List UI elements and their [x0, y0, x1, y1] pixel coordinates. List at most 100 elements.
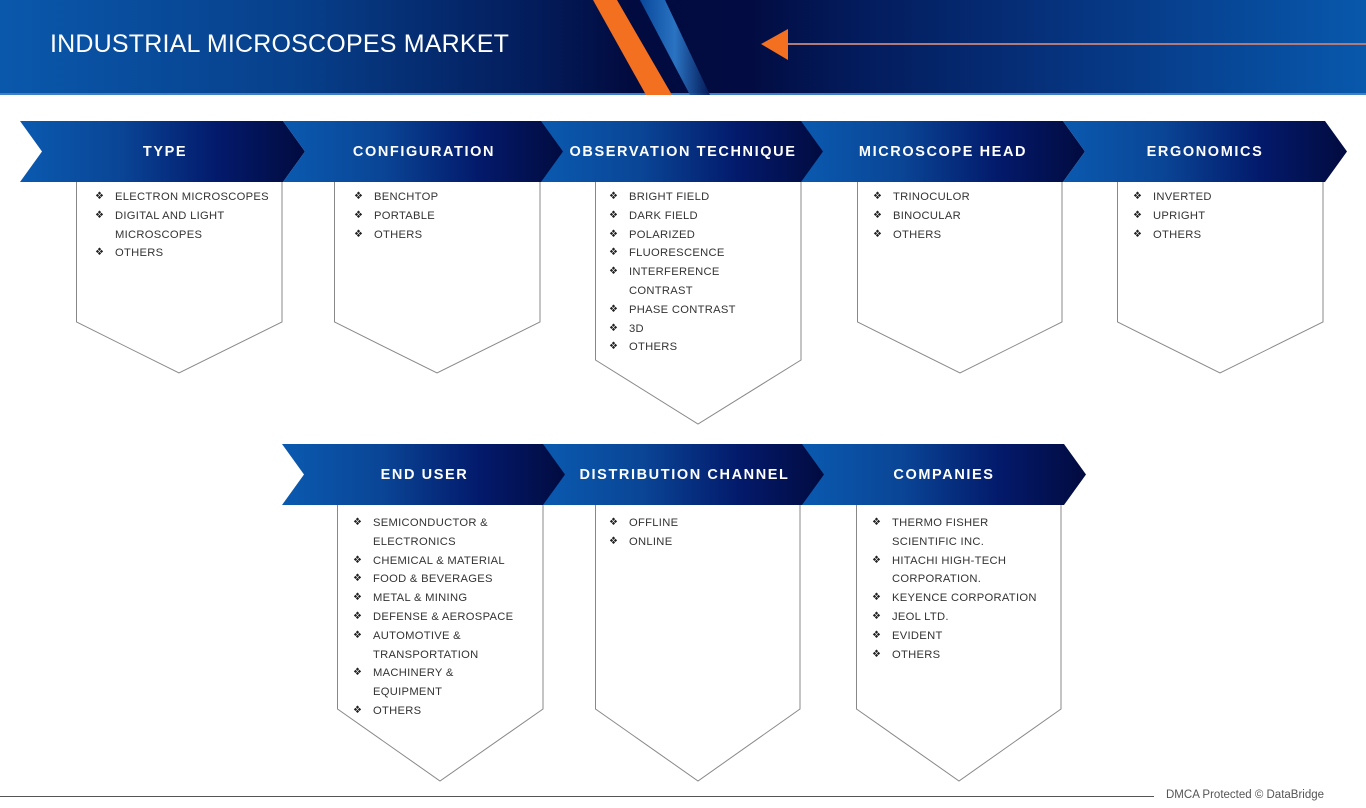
segment-list: ❖BENCHTOP ❖PORTABLE ❖OTHERS — [354, 188, 539, 244]
page-title: INDUSTRIAL MICROSCOPES MARKET — [50, 30, 510, 58]
bullet-icon: ❖ — [609, 228, 619, 240]
list-item: ❖UPRIGHT — [1133, 207, 1318, 226]
segment-title: COMPANIES — [893, 466, 995, 483]
list-item: ❖OTHERS — [873, 226, 1058, 245]
bullet-icon: ❖ — [353, 592, 363, 604]
list-item: ❖EVIDENT — [872, 627, 1060, 646]
list-item: ❖OTHERS — [1133, 226, 1318, 245]
bullet-icon: ❖ — [353, 704, 363, 716]
chevron-microscope-head: MICROSCOPE HEAD — [801, 121, 1085, 182]
list-item: ❖OTHERS — [609, 338, 794, 357]
segment-list: ❖BRIGHT FIELD ❖DARK FIELD ❖POLARIZED ❖FL… — [609, 188, 794, 357]
list-item: ❖DIGITAL AND LIGHT MICROSCOPES — [95, 207, 245, 245]
list-item: ❖CHEMICAL & MATERIAL — [353, 552, 538, 571]
bullet-icon: ❖ — [609, 303, 619, 315]
footer-divider — [0, 796, 1154, 797]
segment-list: ❖ELECTRON MICROSCOPES ❖DIGITAL AND LIGHT… — [95, 188, 280, 263]
segment-list: ❖OFFLINE ❖ONLINE — [609, 514, 794, 552]
bullet-icon: ❖ — [353, 554, 363, 566]
list-item: ❖PHASE CONTRAST — [609, 301, 794, 320]
bullet-icon: ❖ — [353, 667, 363, 679]
segment-title: END USER — [380, 466, 469, 483]
segment-title: CONFIGURATION — [352, 143, 496, 160]
list-item: ❖JEOL LTD. — [872, 608, 1060, 627]
bullet-icon: ❖ — [353, 629, 363, 641]
chevron-observation-technique: OBSERVATION TECHNIQUE — [541, 121, 825, 182]
segment-box-distribution-channel: ❖OFFLINE ❖ONLINE — [595, 505, 801, 782]
bullet-icon: ❖ — [609, 517, 619, 528]
bullet-icon: ❖ — [609, 266, 619, 278]
bullet-icon: ❖ — [873, 228, 883, 240]
header-decoration — [593, 0, 1366, 95]
bullet-icon: ❖ — [354, 209, 364, 221]
chevron-end-user: END USER — [282, 444, 567, 505]
list-item: ❖INVERTED — [1133, 188, 1318, 207]
bullet-icon: ❖ — [872, 648, 882, 660]
list-item: ❖MACHINERY & EQUIPMENT — [353, 664, 483, 702]
list-item: ❖OTHERS — [95, 244, 280, 263]
list-item: ❖OTHERS — [872, 646, 1060, 665]
list-item: ❖OFFLINE — [609, 514, 794, 533]
list-item: ❖HITACHI HIGH-TECH CORPORATION. — [872, 552, 1027, 590]
left-arrow-icon — [761, 29, 788, 60]
bullet-icon: ❖ — [609, 322, 619, 334]
segment-list: ❖INVERTED ❖UPRIGHT ❖OTHERS — [1133, 188, 1318, 244]
bullet-icon: ❖ — [609, 191, 619, 202]
list-item: ❖THERMO FISHER SCIENTIFIC INC. — [872, 514, 1017, 552]
bullet-icon: ❖ — [353, 517, 363, 528]
list-item: ❖3D — [609, 320, 794, 339]
bullet-icon: ❖ — [609, 341, 619, 353]
list-item: ❖METAL & MINING — [353, 589, 538, 608]
list-item: ❖FOOD & BEVERAGES — [353, 570, 538, 589]
bullet-icon: ❖ — [873, 209, 883, 221]
list-item: ❖SEMICONDUCTOR & ELECTRONICS — [353, 514, 503, 552]
list-item: ❖BINOCULAR — [873, 207, 1058, 226]
chevron-companies: COMPANIES — [802, 444, 1086, 505]
list-item: ❖TRINOCULOR — [873, 188, 1058, 207]
list-item: ❖DARK FIELD — [609, 207, 794, 226]
segment-box-microscope-head: ❖TRINOCULOR ❖BINOCULAR ❖OTHERS — [857, 182, 1063, 374]
bullet-icon: ❖ — [95, 209, 105, 221]
list-item: ❖ELECTRON MICROSCOPES — [95, 188, 280, 207]
chevron-distribution-channel: DISTRIBUTION CHANNEL — [543, 444, 826, 505]
header-banner: INDUSTRIAL MICROSCOPES MARKET — [0, 0, 1366, 95]
list-item: ❖AUTOMOTIVE & TRANSPORTATION — [353, 627, 503, 665]
segment-box-end-user: ❖SEMICONDUCTOR & ELECTRONICS ❖CHEMICAL &… — [337, 505, 544, 782]
list-item: ❖BENCHTOP — [354, 188, 539, 207]
bullet-icon: ❖ — [872, 517, 882, 528]
footer-copyright: DMCA Protected © DataBridge — [1166, 789, 1325, 801]
list-item: ❖BRIGHT FIELD — [609, 188, 794, 207]
list-item: ❖FLUORESCENCE — [609, 244, 794, 263]
chevron-configuration: CONFIGURATION — [283, 121, 565, 182]
bullet-icon: ❖ — [1133, 228, 1143, 240]
bullet-icon: ❖ — [609, 535, 619, 547]
segment-title: TYPE — [142, 143, 188, 160]
segment-box-observation-technique: ❖BRIGHT FIELD ❖DARK FIELD ❖POLARIZED ❖FL… — [595, 182, 802, 425]
segment-box-ergonomics: ❖INVERTED ❖UPRIGHT ❖OTHERS — [1117, 182, 1324, 374]
bullet-icon: ❖ — [353, 573, 363, 585]
bullet-icon: ❖ — [354, 191, 364, 202]
bullet-icon: ❖ — [353, 610, 363, 622]
segment-title: MICROSCOPE HEAD — [858, 143, 1028, 160]
bullet-icon: ❖ — [1133, 209, 1143, 221]
bullet-icon: ❖ — [873, 191, 883, 202]
bullet-icon: ❖ — [609, 247, 619, 259]
segment-list: ❖THERMO FISHER SCIENTIFIC INC. ❖HITACHI … — [872, 514, 1060, 664]
bullet-icon: ❖ — [354, 228, 364, 240]
list-item: ❖POLARIZED — [609, 226, 794, 245]
segment-list: ❖TRINOCULOR ❖BINOCULAR ❖OTHERS — [873, 188, 1058, 244]
segment-list: ❖SEMICONDUCTOR & ELECTRONICS ❖CHEMICAL &… — [353, 514, 538, 721]
list-item: ❖PORTABLE — [354, 207, 539, 226]
bullet-icon: ❖ — [872, 592, 882, 604]
bullet-icon: ❖ — [872, 610, 882, 622]
list-item: ❖OTHERS — [353, 702, 538, 721]
segment-title: ERGONOMICS — [1146, 143, 1264, 160]
list-item: ❖OTHERS — [354, 226, 539, 245]
list-item: ❖ONLINE — [609, 533, 794, 552]
list-item: ❖KEYENCE CORPORATION — [872, 589, 1060, 608]
segment-box-companies: ❖THERMO FISHER SCIENTIFIC INC. ❖HITACHI … — [856, 505, 1062, 782]
bullet-icon: ❖ — [872, 554, 882, 566]
segment-box-type: ❖ELECTRON MICROSCOPES ❖DIGITAL AND LIGHT… — [76, 182, 283, 374]
list-item: ❖INTERFERENCE CONTRAST — [609, 263, 741, 301]
segment-title: OBSERVATION TECHNIQUE — [569, 143, 797, 160]
